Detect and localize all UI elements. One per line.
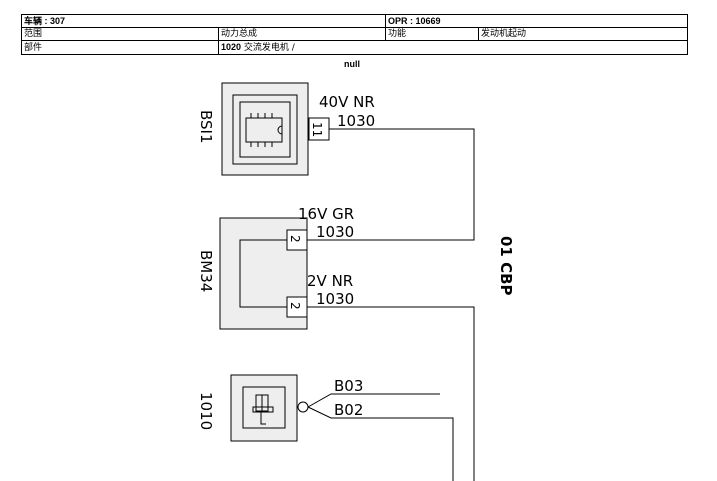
- part-code: 1020: [221, 42, 242, 52]
- diagram-subtitle: null: [344, 59, 360, 69]
- starter-label: 1010: [197, 392, 215, 430]
- wire-bsi-to-bm: [307, 128, 475, 241]
- bsi-component[interactable]: BSI1: [197, 82, 309, 176]
- bsi-connector[interactable]: 11: [308, 117, 330, 141]
- bm-pin-top-label: 2: [288, 235, 302, 243]
- switch-icon: [252, 394, 274, 425]
- part-name: 交流发电机 /: [241, 43, 295, 53]
- wire2-connector-label: 16V GR: [298, 205, 354, 223]
- wire3-connector-label: 2V NR: [307, 272, 353, 290]
- ground-label: 01 CBP: [497, 236, 515, 296]
- bm-connector-bottom[interactable]: 2: [286, 296, 308, 318]
- wire-starter: [297, 393, 454, 481]
- wire3-number-label: 1030: [316, 290, 354, 308]
- bsi-label: BSI1: [197, 110, 215, 144]
- part-label: 部件: [21, 40, 219, 55]
- part-value: 1020 交流发电机 /: [218, 40, 688, 55]
- starter-component[interactable]: 1010: [197, 374, 298, 442]
- wire2-number-label: 1030: [316, 223, 354, 241]
- bm-label: BM34: [197, 250, 215, 292]
- wire1-connector-label: 40V NR: [319, 93, 375, 111]
- bsi-pin-label: 11: [310, 122, 324, 137]
- wire-b02-label: B02: [334, 401, 363, 419]
- bm-connector-top[interactable]: 2: [286, 229, 308, 251]
- wire-bm-to-ground: [307, 306, 475, 481]
- wire1-number-label: 1030: [337, 112, 375, 130]
- bm-pin-bottom-label: 2: [288, 302, 302, 310]
- header-table: 车辆 : 307 OPR : 10669 范围 动力总成 功能 发动机起动 部件…: [21, 14, 688, 55]
- ic-chip-icon: [245, 113, 283, 147]
- wire-b03-label: B03: [334, 377, 363, 395]
